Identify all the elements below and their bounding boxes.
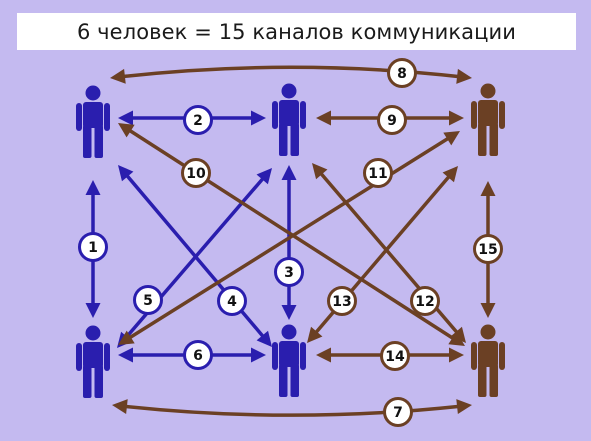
arrow-head-end — [251, 110, 266, 126]
person-icon — [471, 83, 505, 156]
channel-number: 12 — [415, 294, 434, 310]
channel-badge: 12 — [410, 286, 440, 316]
channel-badge: 5 — [133, 285, 163, 315]
channel-badge: 7 — [383, 397, 413, 427]
arrow-head-start — [281, 165, 297, 180]
badge-circle — [387, 58, 417, 88]
channel-number: 11 — [368, 166, 387, 182]
arrow-head-start — [316, 110, 331, 126]
arrow-head-start — [110, 68, 126, 84]
arrow-head-start — [118, 347, 133, 363]
channel-number: 9 — [387, 113, 397, 129]
arrow-head-end — [456, 68, 472, 84]
channel-badge: 15 — [473, 234, 503, 264]
channel-number: 7 — [393, 405, 403, 421]
arrow-head-end — [281, 305, 297, 320]
arrow-head-end — [251, 347, 266, 363]
channel-number: 4 — [227, 294, 237, 310]
channel-arrow — [118, 131, 460, 345]
channel-badge: 3 — [274, 257, 304, 287]
arrow-head-end — [480, 303, 496, 318]
badge-circle — [133, 285, 163, 315]
channel-number: 3 — [284, 265, 294, 281]
badge-circle — [217, 286, 247, 316]
channel-badge: 8 — [387, 58, 417, 88]
channel-number: 2 — [193, 113, 203, 129]
channel-number: 8 — [397, 66, 407, 82]
channel-arrow — [110, 65, 472, 84]
badge-circle — [363, 158, 393, 188]
arrow-head-end — [118, 330, 135, 345]
channel-arrow — [307, 166, 458, 343]
badge-circle — [380, 341, 410, 371]
badge-circle — [181, 158, 211, 188]
person-icon — [272, 83, 306, 156]
channel-number: 6 — [193, 348, 203, 364]
channel-badge: 13 — [327, 286, 357, 316]
person-icon — [272, 324, 306, 397]
arrow-head-start — [118, 123, 135, 138]
badge-circle — [410, 286, 440, 316]
person-icon — [76, 325, 110, 398]
arrow-head-start — [312, 163, 328, 180]
arrow-head-end — [449, 110, 464, 126]
channel-line — [124, 404, 460, 417]
badge-circle — [274, 257, 304, 287]
channel-number: 5 — [143, 293, 153, 309]
channel-number: 13 — [332, 294, 351, 310]
arrow-head-start — [112, 399, 128, 415]
arrow-head-start — [85, 180, 101, 195]
arrow-head-start — [480, 181, 496, 196]
arrow-head-start — [316, 347, 331, 363]
arrow-head-end — [450, 326, 466, 343]
channel-badge: 10 — [181, 158, 211, 188]
channel-badge: 1 — [78, 232, 108, 262]
diagram-title: 6 человек = 15 каналов коммуникации — [76, 19, 517, 44]
channel-badge: 4 — [217, 286, 247, 316]
badge-circle — [183, 105, 213, 135]
arrow-head-end — [456, 399, 472, 415]
arrow-head-start — [118, 110, 133, 126]
arrow-head-start — [442, 166, 458, 183]
arrow-head-start — [256, 168, 272, 185]
badge-circle — [473, 234, 503, 264]
channel-number: 10 — [186, 166, 206, 182]
arrow-head-start — [118, 165, 134, 182]
arrow-head-end — [449, 347, 464, 363]
badge-circle — [383, 397, 413, 427]
channel-number: 15 — [478, 242, 497, 258]
channel-number: 14 — [385, 349, 405, 365]
channel-arrow — [112, 399, 472, 417]
channel-badge: 6 — [183, 340, 213, 370]
channel-badge: 11 — [363, 158, 393, 188]
arrow-head-end — [307, 326, 323, 343]
badge-circle — [377, 105, 407, 135]
channel-arrow — [312, 163, 466, 343]
badge-circle — [183, 340, 213, 370]
channel-line — [128, 136, 450, 340]
badge-circle — [327, 286, 357, 316]
title-bar: 6 человек = 15 каналов коммуникации — [17, 13, 576, 50]
badge-circle — [78, 232, 108, 262]
channel-badge: 2 — [183, 105, 213, 135]
arrow-head-end — [85, 303, 101, 318]
arrow-head-start — [443, 131, 460, 146]
channel-badge: 9 — [377, 105, 407, 135]
channel-badge: 14 — [380, 341, 410, 371]
channel-number: 1 — [88, 240, 98, 256]
person-icon — [471, 324, 505, 397]
person-icon — [76, 85, 110, 158]
arrow-head-end — [256, 330, 272, 347]
